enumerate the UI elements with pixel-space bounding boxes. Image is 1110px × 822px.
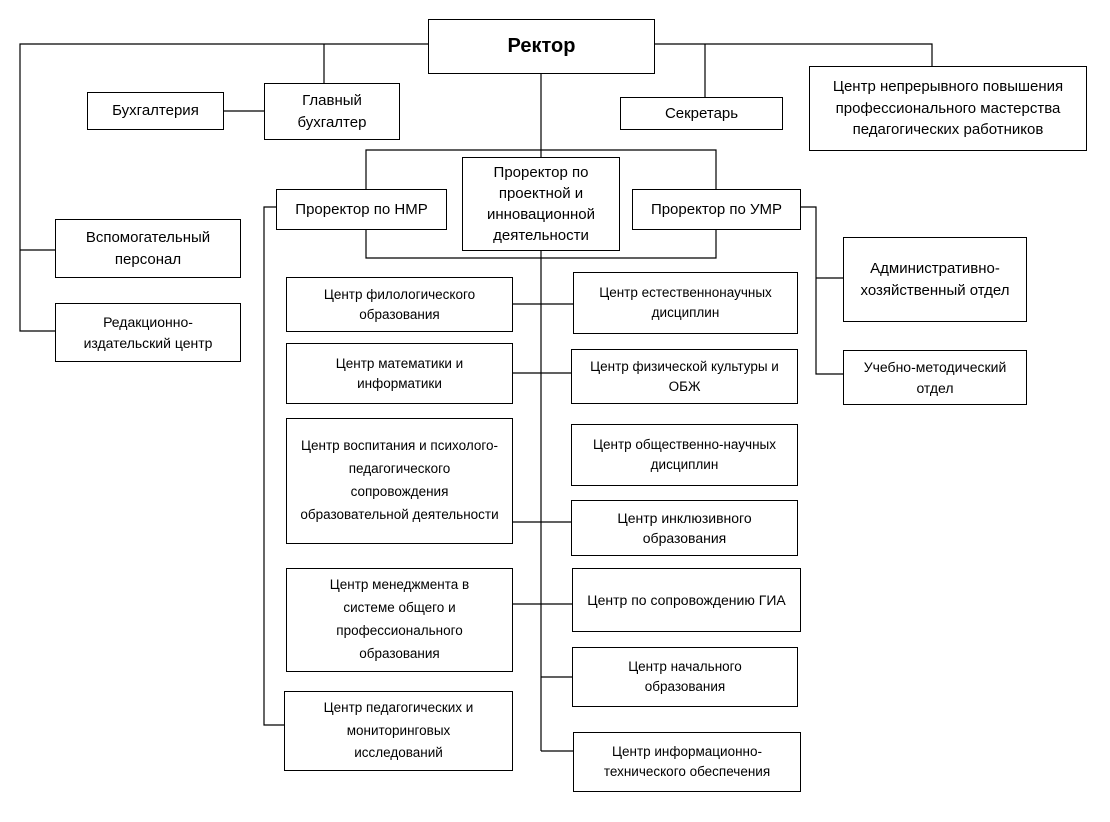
center-upbringing-box: Центр воспитания и психолого-педагогичес… [286,418,513,544]
method-dept-box: Учебно-методический отдел [843,350,1027,405]
vice-nmr-label: Проректор по НМР [295,200,428,218]
center-primary-label: Центр начального образования [628,659,742,694]
center-research-label: Центр педагогических и мониторинговых ис… [323,699,474,761]
training-center-box: Центр непрерывного повышения профессиона… [809,66,1087,151]
center-it-label: Центр информационно-технического обеспеч… [603,744,771,779]
center-physical-box: Центр физической культуры и ОБЖ [571,349,798,404]
center-math-label: Центр математики и информатики [335,355,464,391]
rector-label: Ректор [507,35,576,57]
training-center-label: Центр непрерывного повышения профессиона… [832,77,1064,139]
rector-box: Ректор [428,19,655,74]
center-philology-box: Центр филологического образования [286,277,513,332]
center-natural-label: Центр естественнонаучных дисциплин [599,285,772,320]
accounting-label: Бухгалтерия [112,102,199,120]
vice-umr-label: Проректор по УМР [650,200,783,218]
center-physical-label: Центр физической культуры и ОБЖ [590,358,779,394]
vice-project-box: Проректор по проектной и инновационной д… [462,157,620,251]
publishing-box: Редакционно-издательский центр [55,303,241,362]
chief-accountant-label: Главный бухгалтер [297,91,367,131]
center-gia-box: Центр по сопровождению ГИА [572,568,801,632]
aux-staff-box: Вспомогательный персонал [55,219,241,278]
center-management-box: Центр менеджмента в системе общего и про… [286,568,513,672]
secretary-box: Секретарь [620,97,783,130]
vice-umr-box: Проректор по УМР [632,189,801,230]
center-social-box: Центр общественно-научных дисциплин [571,424,798,486]
center-inclusive-label: Центр инклюзивного образования [617,509,752,546]
center-primary-box: Центр начального образования [572,647,798,707]
aux-staff-label: Вспомогательный персонал [85,228,211,268]
method-dept-label: Учебно-методический отдел [863,359,1007,396]
center-math-box: Центр математики и информатики [286,343,513,404]
admin-dept-label: Административно-хозяйственный отдел [860,259,1010,299]
center-social-label: Центр общественно-научных дисциплин [593,437,776,472]
publishing-label: Редакционно-издательский центр [83,314,213,351]
chief-accountant-box: Главный бухгалтер [264,83,400,140]
center-management-label: Центр менеджмента в системе общего и про… [329,577,470,661]
center-gia-label: Центр по сопровождению ГИА [587,591,786,608]
admin-dept-box: Административно-хозяйственный отдел [843,237,1027,322]
center-research-box: Центр педагогических и мониторинговых ис… [284,691,513,771]
center-natural-box: Центр естественнонаучных дисциплин [573,272,798,334]
vice-project-label: Проректор по проектной и инновационной д… [486,164,596,244]
accounting-box: Бухгалтерия [87,92,224,130]
center-inclusive-box: Центр инклюзивного образования [571,500,798,556]
center-philology-label: Центр филологического образования [323,286,476,322]
center-it-box: Центр информационно-технического обеспеч… [573,732,801,792]
center-upbringing-label: Центр воспитания и психолого-педагогичес… [300,438,499,522]
secretary-label: Секретарь [664,104,739,122]
vice-nmr-box: Проректор по НМР [276,189,447,230]
